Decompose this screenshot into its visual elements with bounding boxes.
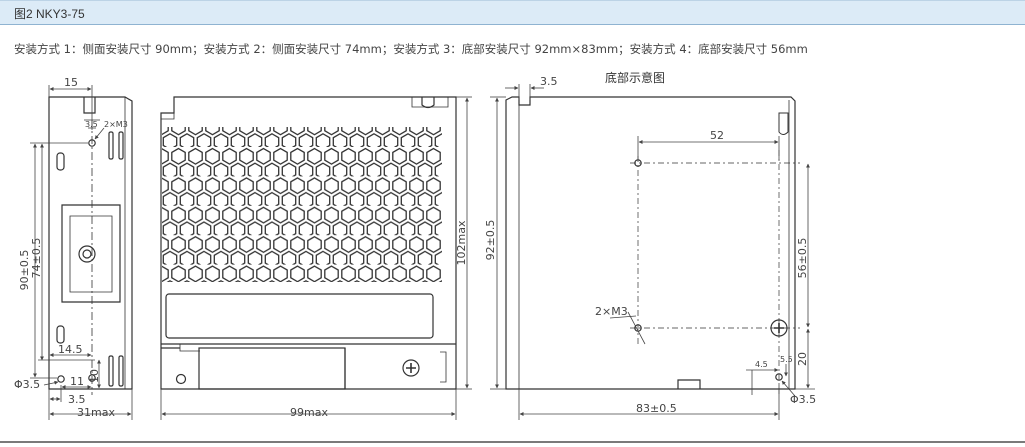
bottom-body-outline	[505, 96, 796, 390]
front-dim-height: 102max	[455, 220, 468, 265]
front-view-dimensions	[160, 96, 472, 420]
bottom-dim-top-offset: 3.5	[540, 75, 558, 88]
figure-header: 图2 NKY3-75	[0, 0, 1025, 25]
bottom-dim-hole-dia: Φ3.5	[790, 393, 816, 406]
bottom-view-title: 底部示意图	[605, 70, 665, 85]
side-view	[48, 96, 133, 395]
figure-title: 图2 NKY3-75	[14, 7, 85, 21]
bottom-dim-hole-spacing-y: 56±0.5	[796, 238, 809, 279]
side-dim-hole-dia: Φ3.5	[14, 378, 40, 391]
front-dim-width: 99max	[290, 406, 328, 419]
side-view-dimensions	[30, 85, 133, 420]
side-dim-hole-offset: 3.5	[85, 120, 98, 129]
side-dim-total-width: 31max	[77, 406, 115, 419]
side-body-outline	[48, 96, 133, 390]
front-label-panel	[165, 293, 434, 339]
front-view	[160, 96, 457, 390]
bottom-dim-edge-x: 4.5	[755, 360, 768, 369]
side-dim-screw-label: 2×M3	[104, 120, 128, 129]
bottom-rule	[0, 441, 1025, 443]
bottom-dim-screw-label: 2×M3	[595, 305, 628, 318]
bottom-dim-bottom-height: 20	[796, 352, 809, 366]
side-dim-bottom-width: 14.5	[58, 343, 83, 356]
bottom-dim-width: 83±0.5	[636, 402, 677, 415]
side-dim-height-inner: 74±0.5	[30, 238, 43, 279]
bottom-view-dimensions	[490, 84, 815, 420]
side-dim-height-outer: 90±0.5	[18, 250, 31, 291]
bottom-dim-height: 92±0.5	[484, 220, 497, 261]
front-terminal-cavity	[198, 347, 346, 390]
side-terminal-block	[61, 204, 121, 303]
side-dim-gap: 11	[70, 375, 84, 388]
front-vent-grid	[162, 127, 442, 282]
bottom-dim-edge-y: 5.5	[780, 355, 793, 364]
side-dim-bottom-height: 10	[88, 369, 101, 383]
side-dim-edge-offset: 3.5	[68, 393, 86, 406]
side-dim-top-width: 15	[64, 76, 78, 89]
figure-caption: 安装方式 1：侧面安装尺寸 90mm；安装方式 2：侧面安装尺寸 74mm；安装…	[14, 42, 808, 56]
bottom-dim-hole-spacing-x: 52	[710, 129, 724, 142]
